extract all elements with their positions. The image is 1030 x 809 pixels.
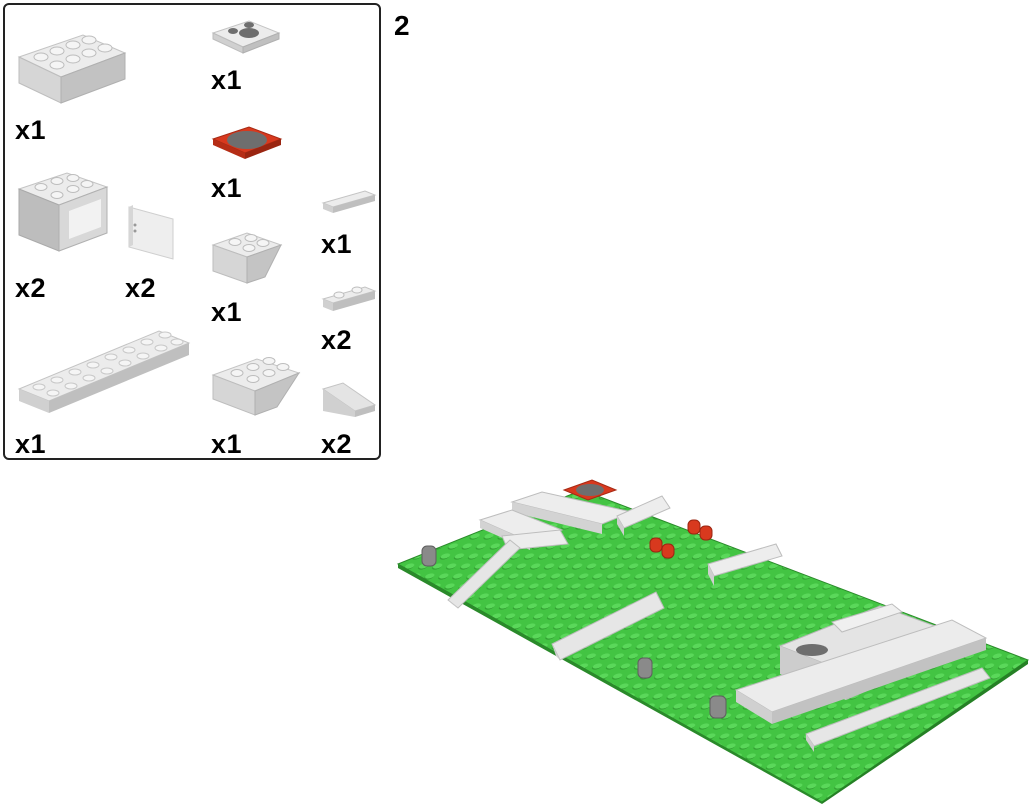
tile-1x2-icon xyxy=(321,190,377,213)
parts-list-panel: x1 x1 x1 xyxy=(3,3,381,460)
slope-1x2-icon xyxy=(321,382,377,417)
window-frame-qty: x2 xyxy=(15,273,47,303)
window-pane-icon xyxy=(128,205,174,260)
slope-inverted-2x2-icon xyxy=(211,232,283,284)
plate-2x2-round-hole-part xyxy=(211,17,281,55)
slope-inverted-2x3-part xyxy=(211,351,301,417)
slope-inverted-2x2-qty: x1 xyxy=(211,297,243,327)
slope-inverted-2x2-part xyxy=(211,227,283,287)
window-pane-qty: x2 xyxy=(125,273,157,303)
slope-1x2-qty: x2 xyxy=(321,429,353,459)
window-pane-part xyxy=(125,201,177,261)
slope-inverted-2x3-qty: x1 xyxy=(211,429,243,459)
brick-2x4-qty: x1 xyxy=(15,115,47,145)
tile-2x2-red-part xyxy=(211,123,283,163)
baseplate-model-icon xyxy=(396,479,1030,804)
slope-1x2-part xyxy=(321,379,377,421)
plate-1x2-part xyxy=(321,281,377,313)
plate-2x8-part xyxy=(17,325,191,417)
plate-1x2-icon xyxy=(321,286,377,311)
window-frame-icon xyxy=(17,172,109,252)
brick-2x4-icon xyxy=(17,34,127,104)
red-tile-icon xyxy=(211,126,283,159)
model-illustration xyxy=(392,472,1030,804)
tile-1x2-qty: x1 xyxy=(321,229,353,259)
plate-2x8-icon xyxy=(17,330,191,413)
plate-1x2-qty: x2 xyxy=(321,325,353,355)
tile-1x2-part xyxy=(321,189,377,215)
plate-2x8-qty: x1 xyxy=(15,429,47,459)
plate-2x2-round-hole-icon xyxy=(211,20,281,54)
tile-2x2-red-qty: x1 xyxy=(211,173,243,203)
window-frame-part xyxy=(17,167,109,255)
step-number: 2 xyxy=(394,10,410,41)
slope-inverted-2x3-icon xyxy=(211,357,301,416)
brick-2x4-part xyxy=(17,27,127,105)
plate-2x2-round-hole-qty: x1 xyxy=(211,65,243,95)
